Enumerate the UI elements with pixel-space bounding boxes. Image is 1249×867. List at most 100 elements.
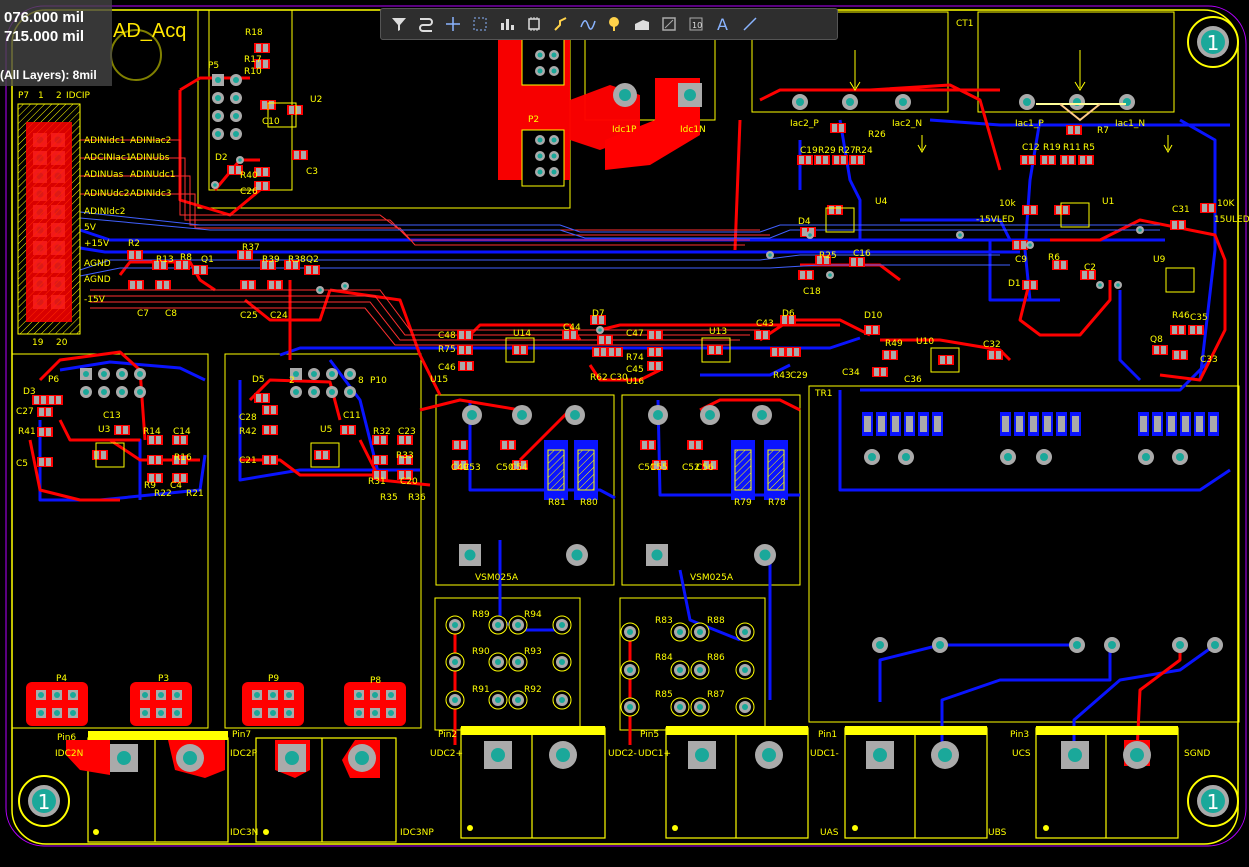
mounting-holes[interactable]: 1 1 1: [18, 16, 1239, 827]
through-hole-pad[interactable]: [864, 449, 880, 465]
tr1-pad[interactable]: [1056, 412, 1067, 436]
through-hole-pad[interactable]: [566, 544, 588, 566]
smd-pad-pair[interactable]: [314, 450, 330, 460]
smd-pad-pair[interactable]: [227, 165, 243, 175]
through-hole-pad[interactable]: [565, 405, 585, 425]
through-hole-pad[interactable]: [1019, 94, 1035, 110]
smd-pad-pair[interactable]: [254, 393, 270, 403]
smd-pad-pair[interactable]: [304, 265, 320, 275]
ic-body[interactable]: [1165, 267, 1195, 293]
power-resistor[interactable]: [574, 440, 598, 500]
header-pin[interactable]: [134, 368, 146, 380]
active-bar-toolbar[interactable]: 10 A: [380, 8, 838, 40]
smd-pad-pair[interactable]: [147, 435, 163, 445]
header-pin[interactable]: [98, 368, 110, 380]
ic-body[interactable]: [505, 337, 535, 363]
divider-resistor-pad[interactable]: [620, 660, 640, 680]
smd-pad-pair[interactable]: [267, 280, 283, 290]
smd-pad-pair[interactable]: [849, 155, 865, 165]
connector-header[interactable]: [344, 682, 406, 726]
through-hole-pad[interactable]: [1104, 637, 1120, 653]
smd-pad-pair[interactable]: [397, 470, 413, 480]
smd-pad-pair[interactable]: [37, 427, 53, 437]
text-icon[interactable]: A: [711, 12, 735, 36]
smd-pad-pair[interactable]: [770, 347, 786, 357]
smd-pad-pair[interactable]: [1060, 155, 1076, 165]
through-hole-pad[interactable]: [1119, 94, 1135, 110]
divider-resistor-pad[interactable]: [488, 615, 508, 635]
smd-pad-pair[interactable]: [372, 470, 388, 480]
ic-body[interactable]: [701, 337, 731, 363]
smd-pad-pair[interactable]: [292, 150, 308, 160]
header-pin[interactable]: [80, 386, 92, 398]
through-hole-pad[interactable]: [872, 637, 888, 653]
filter-icon[interactable]: [387, 12, 411, 36]
smd-pad-pair[interactable]: [500, 440, 516, 450]
route-icon[interactable]: [414, 12, 438, 36]
header-pin[interactable]: [344, 368, 356, 380]
smd-pad-pair[interactable]: [284, 260, 300, 270]
smd-pad-pair[interactable]: [262, 455, 278, 465]
tr1-pad[interactable]: [1028, 412, 1039, 436]
smd-pad-pair[interactable]: [592, 347, 608, 357]
header-pin[interactable]: [230, 110, 242, 122]
smd-pad-pair[interactable]: [938, 355, 954, 365]
diff-pair-icon[interactable]: [576, 12, 600, 36]
smd-pad-pair[interactable]: [92, 450, 108, 460]
smd-pad-pair[interactable]: [172, 473, 188, 483]
through-hole-pad[interactable]: [1172, 449, 1188, 465]
header-pin[interactable]: [230, 128, 242, 140]
divider-resistor-pad[interactable]: [508, 690, 528, 710]
tr1-pad[interactable]: [1138, 412, 1149, 436]
ic-body[interactable]: [95, 442, 125, 468]
smd-pad-pair[interactable]: [832, 155, 848, 165]
header-pin[interactable]: [134, 386, 146, 398]
smd-pad-pair[interactable]: [254, 181, 270, 191]
smd-pad-pair[interactable]: [987, 350, 1003, 360]
rect-icon[interactable]: [657, 12, 681, 36]
tr1-pad[interactable]: [862, 412, 873, 436]
smd-pad-pair[interactable]: [652, 460, 668, 470]
divider-resistor-pad[interactable]: [552, 690, 572, 710]
tr1-pad[interactable]: [1208, 412, 1219, 436]
divider-resistor-pad[interactable]: [445, 615, 465, 635]
line-icon[interactable]: [738, 12, 762, 36]
smd-pad-pair[interactable]: [172, 455, 188, 465]
tr1-pad[interactable]: [1042, 412, 1053, 436]
smd-pad-pair[interactable]: [260, 260, 276, 270]
smd-pad-pair[interactable]: [1152, 345, 1168, 355]
interactive-route-icon[interactable]: [549, 12, 573, 36]
header-pin[interactable]: [549, 66, 559, 76]
header-pin[interactable]: [535, 167, 545, 177]
smd-pad-pair[interactable]: [237, 250, 253, 260]
header-pin[interactable]: [212, 92, 224, 104]
ic-body[interactable]: [930, 347, 960, 373]
divider-resistor-pad[interactable]: [690, 697, 710, 717]
smd-pad-pair[interactable]: [1172, 350, 1188, 360]
divider-resistor-pad[interactable]: [690, 622, 710, 642]
smd-pad-pair[interactable]: [882, 350, 898, 360]
smd-pad-pair[interactable]: [127, 250, 143, 260]
header-pin[interactable]: [535, 50, 545, 60]
smd-pad-pair[interactable]: [152, 260, 168, 270]
smd-pad-pair[interactable]: [397, 455, 413, 465]
smd-pad-pair[interactable]: [864, 325, 880, 335]
divider-resistor-pad[interactable]: [735, 660, 755, 680]
connector-header[interactable]: [242, 682, 304, 726]
smd-pad-pair[interactable]: [452, 460, 468, 470]
smd-pad-pair[interactable]: [1012, 240, 1028, 250]
p7-header[interactable]: [17, 103, 81, 335]
smd-pad-pair[interactable]: [192, 265, 208, 275]
smd-pad-pair[interactable]: [797, 155, 813, 165]
header-pin[interactable]: [535, 66, 545, 76]
connector-header[interactable]: [26, 682, 88, 726]
smd-pad-pair[interactable]: [1066, 125, 1082, 135]
header-pin[interactable]: [98, 386, 110, 398]
divider-resistor-pad[interactable]: [552, 615, 572, 635]
through-hole-pad[interactable]: [754, 544, 776, 566]
smd-pad-pair[interactable]: [457, 345, 473, 355]
through-hole-pad[interactable]: [752, 405, 772, 425]
smd-pad-pair[interactable]: [1020, 155, 1036, 165]
smd-pad-pair[interactable]: [37, 457, 53, 467]
